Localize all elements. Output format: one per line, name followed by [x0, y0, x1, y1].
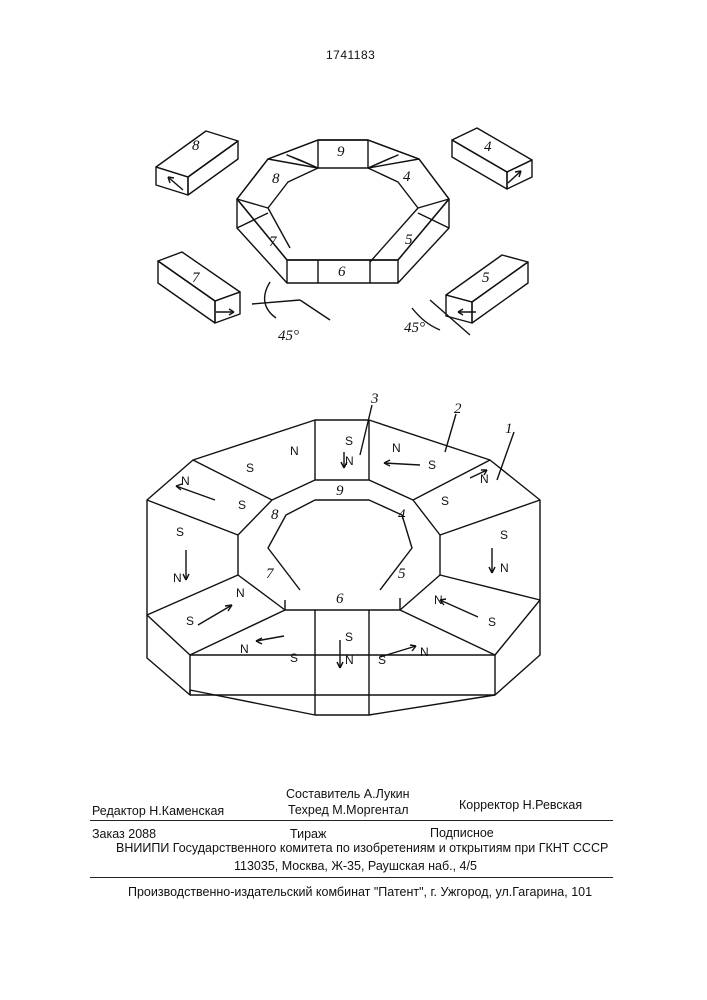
segment-label-9: 9: [336, 483, 344, 499]
pole-s: S: [238, 498, 246, 512]
pole-n: N: [173, 571, 182, 585]
divider: [90, 877, 613, 878]
pole-s: S: [428, 458, 436, 472]
pole-s: S: [441, 494, 449, 508]
pole-s: S: [345, 630, 353, 644]
segment-label-5: 5: [398, 566, 406, 582]
pole-n: N: [500, 561, 509, 575]
subscription: Подписное: [430, 826, 494, 840]
pole-s: S: [176, 525, 184, 539]
pole-n: N: [434, 593, 443, 607]
pole-s: S: [290, 651, 298, 665]
institute: ВНИИПИ Государственного комитета по изоб…: [116, 841, 608, 855]
divider: [90, 820, 613, 821]
pole-s: S: [488, 615, 496, 629]
callout-3: 3: [370, 391, 379, 407]
publisher: Производственно-издательский комбинат "П…: [128, 885, 592, 899]
circulation: Тираж: [290, 827, 326, 841]
segment-label-6: 6: [336, 591, 344, 607]
corrector: Корректор Н.Ревская: [459, 798, 582, 812]
editor: Редактор Н.Каменская: [92, 804, 224, 818]
pole-n: N: [290, 444, 299, 458]
segment-label-4: 4: [398, 507, 406, 523]
pole-n: N: [345, 653, 354, 667]
pole-s: S: [500, 528, 508, 542]
pole-n: N: [345, 454, 354, 468]
pole-n: N: [240, 642, 249, 656]
figure-2-assembled-system: 1 2 3 9 8 4 7 5 6 S N S N N S N S N S S …: [0, 0, 707, 760]
pole-n: N: [480, 472, 489, 486]
callout-1: 1: [505, 421, 513, 437]
callout-2: 2: [454, 401, 462, 417]
pole-n: N: [181, 474, 190, 488]
pole-s: S: [345, 434, 353, 448]
segment-label-7: 7: [266, 566, 275, 582]
composer: Составитель А.Лукин: [286, 787, 410, 801]
pole-n: N: [420, 645, 429, 659]
pole-s: S: [246, 461, 254, 475]
pole-s: S: [378, 653, 386, 667]
segment-label-8: 8: [271, 507, 279, 523]
address: 113035, Москва, Ж-35, Раушская наб., 4/5: [234, 859, 477, 873]
pole-s: S: [186, 614, 194, 628]
pole-n: N: [236, 586, 245, 600]
techred: Техред М.Моргентал: [288, 803, 409, 817]
order: Заказ 2088: [92, 827, 156, 841]
pole-n: N: [392, 441, 401, 455]
